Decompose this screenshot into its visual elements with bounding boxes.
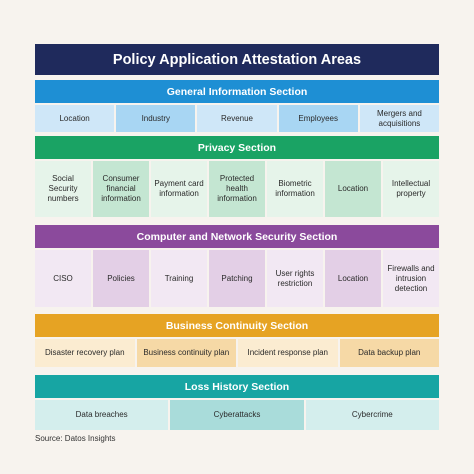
section-header: General Information Section (35, 80, 439, 103)
section-item: Industry (116, 105, 196, 132)
section-item: Location (325, 161, 381, 217)
source-note: Source: Datos Insights (35, 434, 116, 443)
section-item: Cybercrime (305, 400, 439, 430)
section-item: Consumer financial information (93, 161, 149, 217)
section-item: Location (325, 250, 381, 307)
section-header: Business Continuity Section (35, 314, 439, 337)
section-header: Loss History Section (35, 375, 439, 398)
section-item: Protected health information (209, 161, 265, 217)
section-item: Employees (278, 105, 358, 132)
section-item: Incident response plan (238, 339, 338, 367)
section-business-continuity: Business Continuity Section Disaster rec… (35, 314, 439, 367)
section-item: User rights restriction (267, 250, 323, 307)
section-item: Business continuity plan (136, 339, 236, 367)
section-item: Data breaches (35, 400, 169, 430)
section-item: Firewalls and intrusion detection (383, 250, 439, 307)
section-item: Disaster recovery plan (35, 339, 135, 367)
section-header: Privacy Section (35, 136, 439, 159)
section-item: CISO (35, 250, 91, 307)
section-item: Policies (93, 250, 149, 307)
section-item: Data backup plan (339, 339, 439, 367)
section-item: Location (35, 105, 115, 132)
section-item: Intellectual property (383, 161, 439, 217)
section-item: Mergers and acquisitions (359, 105, 440, 132)
section-item: Cyberattacks (170, 400, 304, 430)
section-header: Computer and Network Security Section (35, 225, 439, 248)
section-item: Biometric information (267, 161, 323, 217)
section-item: Training (151, 250, 207, 307)
section-item: Patching (209, 250, 265, 307)
section-item: Payment card information (151, 161, 207, 217)
page-title: Policy Application Attestation Areas (35, 44, 439, 75)
section-item: Revenue (197, 105, 277, 132)
section-item: Social Security numbers (35, 161, 91, 217)
section-computer-network-security: Computer and Network Security Section CI… (35, 225, 439, 307)
